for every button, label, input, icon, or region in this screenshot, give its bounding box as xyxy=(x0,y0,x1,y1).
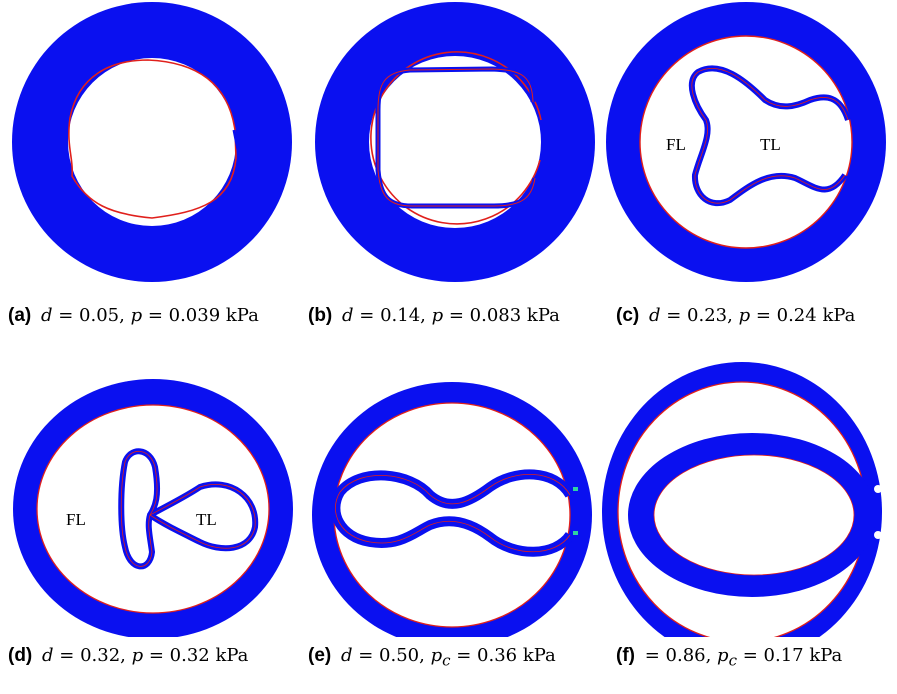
panel-d: FL TL (d) d = 0.32, p = 0.32 kPa xyxy=(0,347,300,694)
flap-edge xyxy=(653,454,855,576)
caption-d: (d) d = 0.32, p = 0.32 kPa xyxy=(8,645,249,666)
flap-edge xyxy=(335,473,571,553)
flap-edge xyxy=(377,68,536,207)
unit: kPa xyxy=(215,645,249,666)
caption-e: (e) d = 0.50, pc = 0.36 kPa xyxy=(308,645,556,670)
unit: kPa xyxy=(822,305,856,326)
unit: kPa xyxy=(526,305,560,326)
false-lumen-label: FL xyxy=(66,510,86,529)
lumen xyxy=(334,403,570,627)
caption-tag: (c) xyxy=(616,305,640,326)
p-value: 0.24 xyxy=(776,305,817,326)
panel-f: (f) = 0.86, pc = 0.17 kPa xyxy=(602,347,897,694)
figure-f xyxy=(602,362,882,637)
flap-outline xyxy=(68,59,237,219)
outer-outline xyxy=(639,35,853,249)
flap-edge xyxy=(120,450,256,567)
p-value: 0.36 xyxy=(477,645,518,666)
figure-b xyxy=(315,2,595,282)
figure-c: FL TL xyxy=(606,2,886,282)
tear-marker-bottom xyxy=(874,531,882,539)
panel-c: FL TL (c) d = 0.23, p = 0.24 kPa xyxy=(600,0,897,347)
p-value: 0.039 xyxy=(168,305,221,326)
d-value: 0.23 xyxy=(687,305,728,326)
caption-tag: (e) xyxy=(308,645,332,666)
d-value: 0.86 xyxy=(665,645,706,666)
unit: kPa xyxy=(225,305,259,326)
caption-f: (f) = 0.86, pc = 0.17 kPa xyxy=(616,645,843,670)
caption-b: (b) d = 0.14, p = 0.083 kPa xyxy=(308,305,560,326)
caption-tag: (d) xyxy=(8,645,33,666)
p-value: 0.17 xyxy=(763,645,804,666)
d-value: 0.14 xyxy=(380,305,421,326)
unit: kPa xyxy=(522,645,556,666)
lumen xyxy=(68,58,236,226)
figure-e xyxy=(312,382,592,637)
unit: kPa xyxy=(809,645,843,666)
figure-d: FL TL xyxy=(13,379,293,637)
true-lumen-label: TL xyxy=(196,510,217,529)
panel-a: (a) d = 0.05, p = 0.039 kPa xyxy=(0,0,300,347)
caption-a: (a) d = 0.05, p = 0.039 kPa xyxy=(8,305,259,326)
true-lumen-label: TL xyxy=(760,135,781,154)
caption-c: (c) d = 0.23, p = 0.24 kPa xyxy=(616,305,856,326)
figure-a xyxy=(12,2,292,282)
d-value: 0.32 xyxy=(80,645,121,666)
tear-marker-bottom xyxy=(573,531,578,535)
lumen xyxy=(369,56,541,228)
flap-edge xyxy=(691,67,849,204)
true-lumen xyxy=(654,455,854,575)
p-value: 0.32 xyxy=(169,645,210,666)
false-lumen-label: FL xyxy=(666,135,686,154)
d-value: 0.05 xyxy=(79,305,120,326)
panel-b: (b) d = 0.14, p = 0.083 kPa xyxy=(300,0,600,347)
outer-outline xyxy=(36,404,270,614)
tear-marker-top xyxy=(573,487,578,491)
d-value: 0.50 xyxy=(379,645,420,666)
tear-marker-top xyxy=(874,485,882,493)
caption-tag: (b) xyxy=(308,305,333,326)
outer-outline xyxy=(370,51,542,225)
caption-tag: (f) xyxy=(616,645,635,666)
panel-e: (e) d = 0.50, pc = 0.36 kPa xyxy=(300,347,602,694)
p-value: 0.083 xyxy=(469,305,522,326)
flap-gap xyxy=(232,129,240,151)
caption-tag: (a) xyxy=(8,305,32,326)
